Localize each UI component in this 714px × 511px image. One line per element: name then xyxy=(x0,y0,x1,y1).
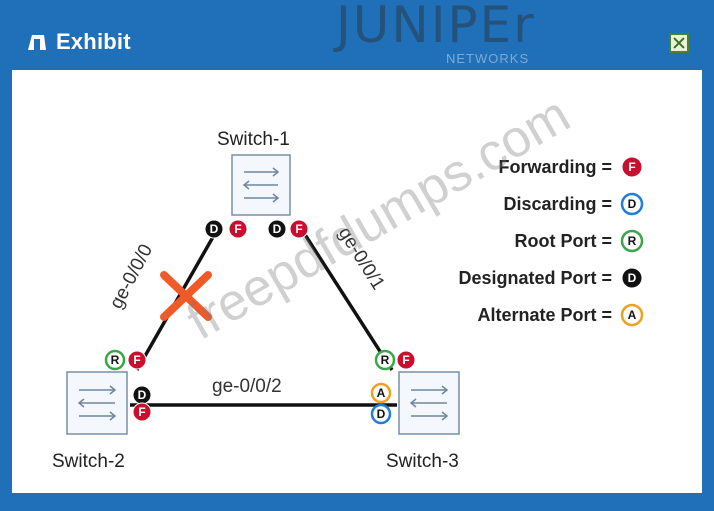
stp-topology-diagram: ge-0/0/0 ge-0/0/1 ge-0/0/2 Switch-1 xyxy=(52,129,644,472)
s1-left-state-badge: F xyxy=(228,219,248,239)
svg-text:D: D xyxy=(628,271,637,285)
svg-text:Forwarding =: Forwarding = xyxy=(498,157,612,177)
svg-text:Alternate Port =: Alternate Port = xyxy=(477,305,612,325)
svg-text:Discarding =: Discarding = xyxy=(503,194,612,214)
s3-left-state-badge: D xyxy=(370,403,392,425)
link-label-s1-s2: ge-0/0/0 xyxy=(106,241,157,312)
legend-discarding: Discarding = D xyxy=(503,192,644,216)
s3-left-role-badge: A xyxy=(370,382,392,404)
window-title: Exhibit xyxy=(56,29,131,54)
svg-text:Designated Port =: Designated Port = xyxy=(458,268,612,288)
blocked-link-x-icon xyxy=(160,271,212,321)
s3-top-state-badge: F xyxy=(396,350,416,370)
svg-text:F: F xyxy=(295,222,302,236)
juniper-logo: JUNIPEr NETWORKS xyxy=(336,0,566,70)
svg-text:R: R xyxy=(111,353,120,367)
s1-right-state-badge: F xyxy=(289,219,309,239)
s3-top-role-badge: R xyxy=(374,349,396,371)
svg-text:Root Port =: Root Port = xyxy=(515,231,613,251)
svg-text:F: F xyxy=(402,353,409,367)
brand-sub: NETWORKS xyxy=(446,51,530,66)
link-label-s1-s3: ge-0/0/1 xyxy=(334,224,389,294)
brand-name: JUNIPEr xyxy=(336,0,536,54)
svg-text:A: A xyxy=(377,386,386,400)
legend-alternate-port: Alternate Port = A xyxy=(477,303,644,327)
switch-2-arrows-icon xyxy=(77,385,117,421)
svg-text:F: F xyxy=(234,222,241,236)
switch-3-label: Switch-3 xyxy=(386,451,459,472)
s2-right-state-badge: F xyxy=(132,402,152,422)
switch-1-label: Switch-1 xyxy=(217,129,290,150)
s2-top-state-badge: F xyxy=(127,350,147,370)
svg-text:F: F xyxy=(628,160,635,174)
legend-root-port: Root Port = R xyxy=(515,229,644,253)
close-button[interactable] xyxy=(669,33,689,53)
s1-right-role-badge: D xyxy=(267,219,287,239)
svg-text:D: D xyxy=(273,222,282,236)
link-s1-s3 xyxy=(300,229,394,371)
svg-text:R: R xyxy=(381,353,390,367)
svg-text:D: D xyxy=(138,388,147,402)
svg-text:F: F xyxy=(138,405,145,419)
switch-1-arrows-icon xyxy=(242,167,280,203)
switch-1[interactable] xyxy=(231,154,291,216)
s2-right-role-badge: D xyxy=(132,385,152,405)
link-label-s2-s3: ge-0/0/2 xyxy=(212,376,282,397)
legend: Forwarding = F Discarding = D Root Port … xyxy=(458,156,644,327)
switch-3-arrows-icon xyxy=(409,385,449,421)
svg-text:D: D xyxy=(628,197,637,211)
svg-text:F: F xyxy=(133,353,140,367)
svg-text:A: A xyxy=(628,308,637,322)
exhibit-icon xyxy=(28,35,46,50)
switch-2[interactable] xyxy=(66,371,128,435)
legend-designated-port: Designated Port = D xyxy=(458,267,643,289)
svg-text:D: D xyxy=(377,407,386,421)
switch-3[interactable] xyxy=(398,371,460,435)
s1-left-role-badge: D xyxy=(204,219,224,239)
svg-text:R: R xyxy=(628,234,637,248)
s2-top-role-badge: R xyxy=(104,349,126,371)
legend-forwarding: Forwarding = F xyxy=(498,156,643,178)
exhibit-content: ge-0/0/0 ge-0/0/1 ge-0/0/2 Switch-1 xyxy=(12,70,702,493)
svg-text:D: D xyxy=(210,222,219,236)
title-bar: Exhibit xyxy=(10,18,704,68)
switch-2-label: Switch-2 xyxy=(52,451,125,472)
